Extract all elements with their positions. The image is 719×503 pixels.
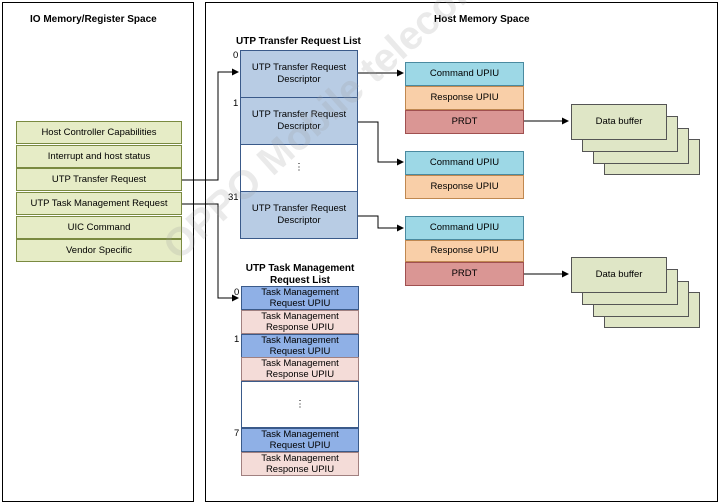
io-memory-title: IO Memory/Register Space [30,14,157,25]
command-upiu-1: Command UPIU [405,62,524,86]
register-host-controller-capabilities: Host Controller Capabilities [16,121,182,144]
transfer-index-31: 31 [228,192,239,203]
prdt-1: PRDT [405,110,524,134]
task-index-7: 7 [234,428,240,439]
command-upiu-3: Command UPIU [405,216,524,240]
transfer-descriptor-31: UTP Transfer Request Descriptor [240,191,358,239]
command-upiu-2: Command UPIU [405,151,524,175]
task-response-1: Task Management Response UPIU [241,357,359,381]
data-buffer-2: Data buffer [571,257,667,293]
transfer-index-0: 0 [233,50,239,61]
task-index-0: 0 [234,287,240,298]
register-interrupt-host-status: Interrupt and host status [16,145,182,168]
prdt-3: PRDT [405,262,524,286]
data-buffer-1: Data buffer [571,104,667,140]
task-request-7: Task Management Request UPIU [241,428,359,452]
register-vendor-specific: Vendor Specific [16,239,182,262]
task-response-7: Task Management Response UPIU [241,452,359,476]
task-index-1: 1 [234,334,240,345]
transfer-index-1: 1 [233,98,239,109]
response-upiu-1: Response UPIU [405,86,524,110]
task-response-0: Task Management Response UPIU [241,310,359,334]
transfer-list-title: UTP Transfer Request List [236,36,361,47]
register-utp-task-management-request: UTP Task Management Request [16,192,182,215]
transfer-descriptor-1: UTP Transfer Request Descriptor [240,97,358,145]
response-upiu-2: Response UPIU [405,175,524,199]
task-request-1: Task Management Request UPIU [241,334,359,358]
task-list-ellipsis: ⋮ [241,381,359,428]
transfer-descriptor-0: UTP Transfer Request Descriptor [240,50,358,98]
register-utp-transfer-request: UTP Transfer Request [16,168,182,191]
register-uic-command: UIC Command [16,216,182,239]
transfer-list-ellipsis: ⋮ [240,144,358,192]
task-request-0: Task Management Request UPIU [241,286,359,310]
response-upiu-3: Response UPIU [405,240,524,262]
host-memory-title: Host Memory Space [434,14,530,25]
task-list-title: UTP Task Management Request List [245,263,355,286]
